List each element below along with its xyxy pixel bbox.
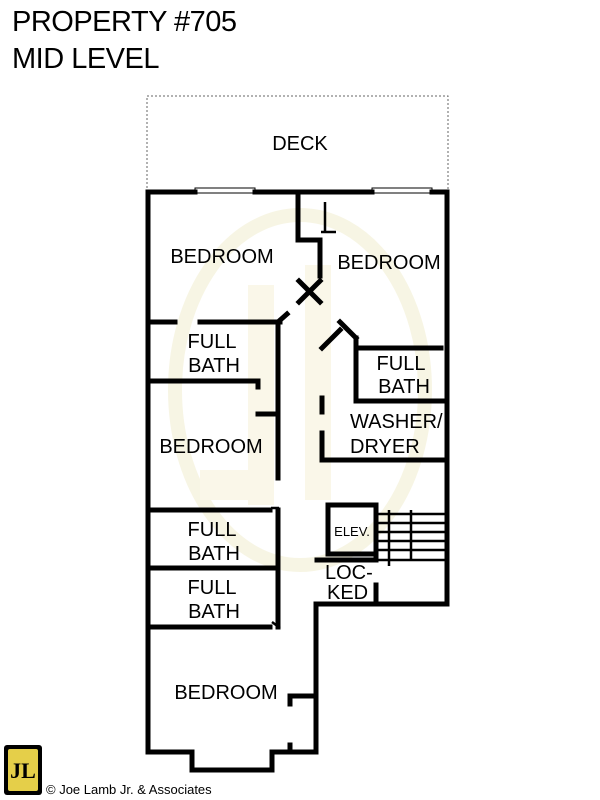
full-bath-2-label-line2: BATH — [188, 543, 240, 565]
bedroom-bottom-label: BEDROOM — [174, 682, 277, 704]
property-title: PROPERTY #705 — [12, 6, 237, 38]
full-bath-right-label-line1: FULL — [377, 353, 426, 375]
washer-dryer-label-line2: DRYER — [350, 436, 420, 458]
full-bath-3-label-line2: BATH — [188, 601, 240, 623]
deck-label: DECK — [272, 133, 328, 155]
bedroom-mid-label: BEDROOM — [159, 436, 262, 458]
full-bath-1-label-line1: FULL — [188, 331, 237, 353]
bedroom-top-left-label: BEDROOM — [170, 246, 273, 268]
thin-walls — [271, 202, 336, 629]
copyright-notice: © Joe Lamb Jr. & Associates — [46, 782, 212, 797]
full-bath-1-label-line2: BATH — [188, 355, 240, 377]
elevator-label: ELEV. — [334, 524, 370, 539]
full-bath-3-label-line1: FULL — [188, 577, 237, 599]
washer-dryer-label-line1: WASHER/ — [350, 411, 443, 433]
full-bath-right-label-line2: BATH — [378, 376, 430, 398]
logo-text: JL — [10, 758, 36, 783]
locked-label-line1: LOC- — [325, 562, 373, 584]
locked-label-line2: KED — [327, 582, 368, 604]
deck-outline — [146, 95, 449, 192]
level-title: MID LEVEL — [12, 43, 160, 75]
bedroom-top-right-label: BEDROOM — [337, 252, 440, 274]
walls — [145, 189, 450, 773]
full-bath-2-label-line1: FULL — [188, 519, 237, 541]
stairs — [376, 510, 447, 566]
watermark — [168, 208, 432, 572]
company-logo: JL — [4, 745, 42, 795]
